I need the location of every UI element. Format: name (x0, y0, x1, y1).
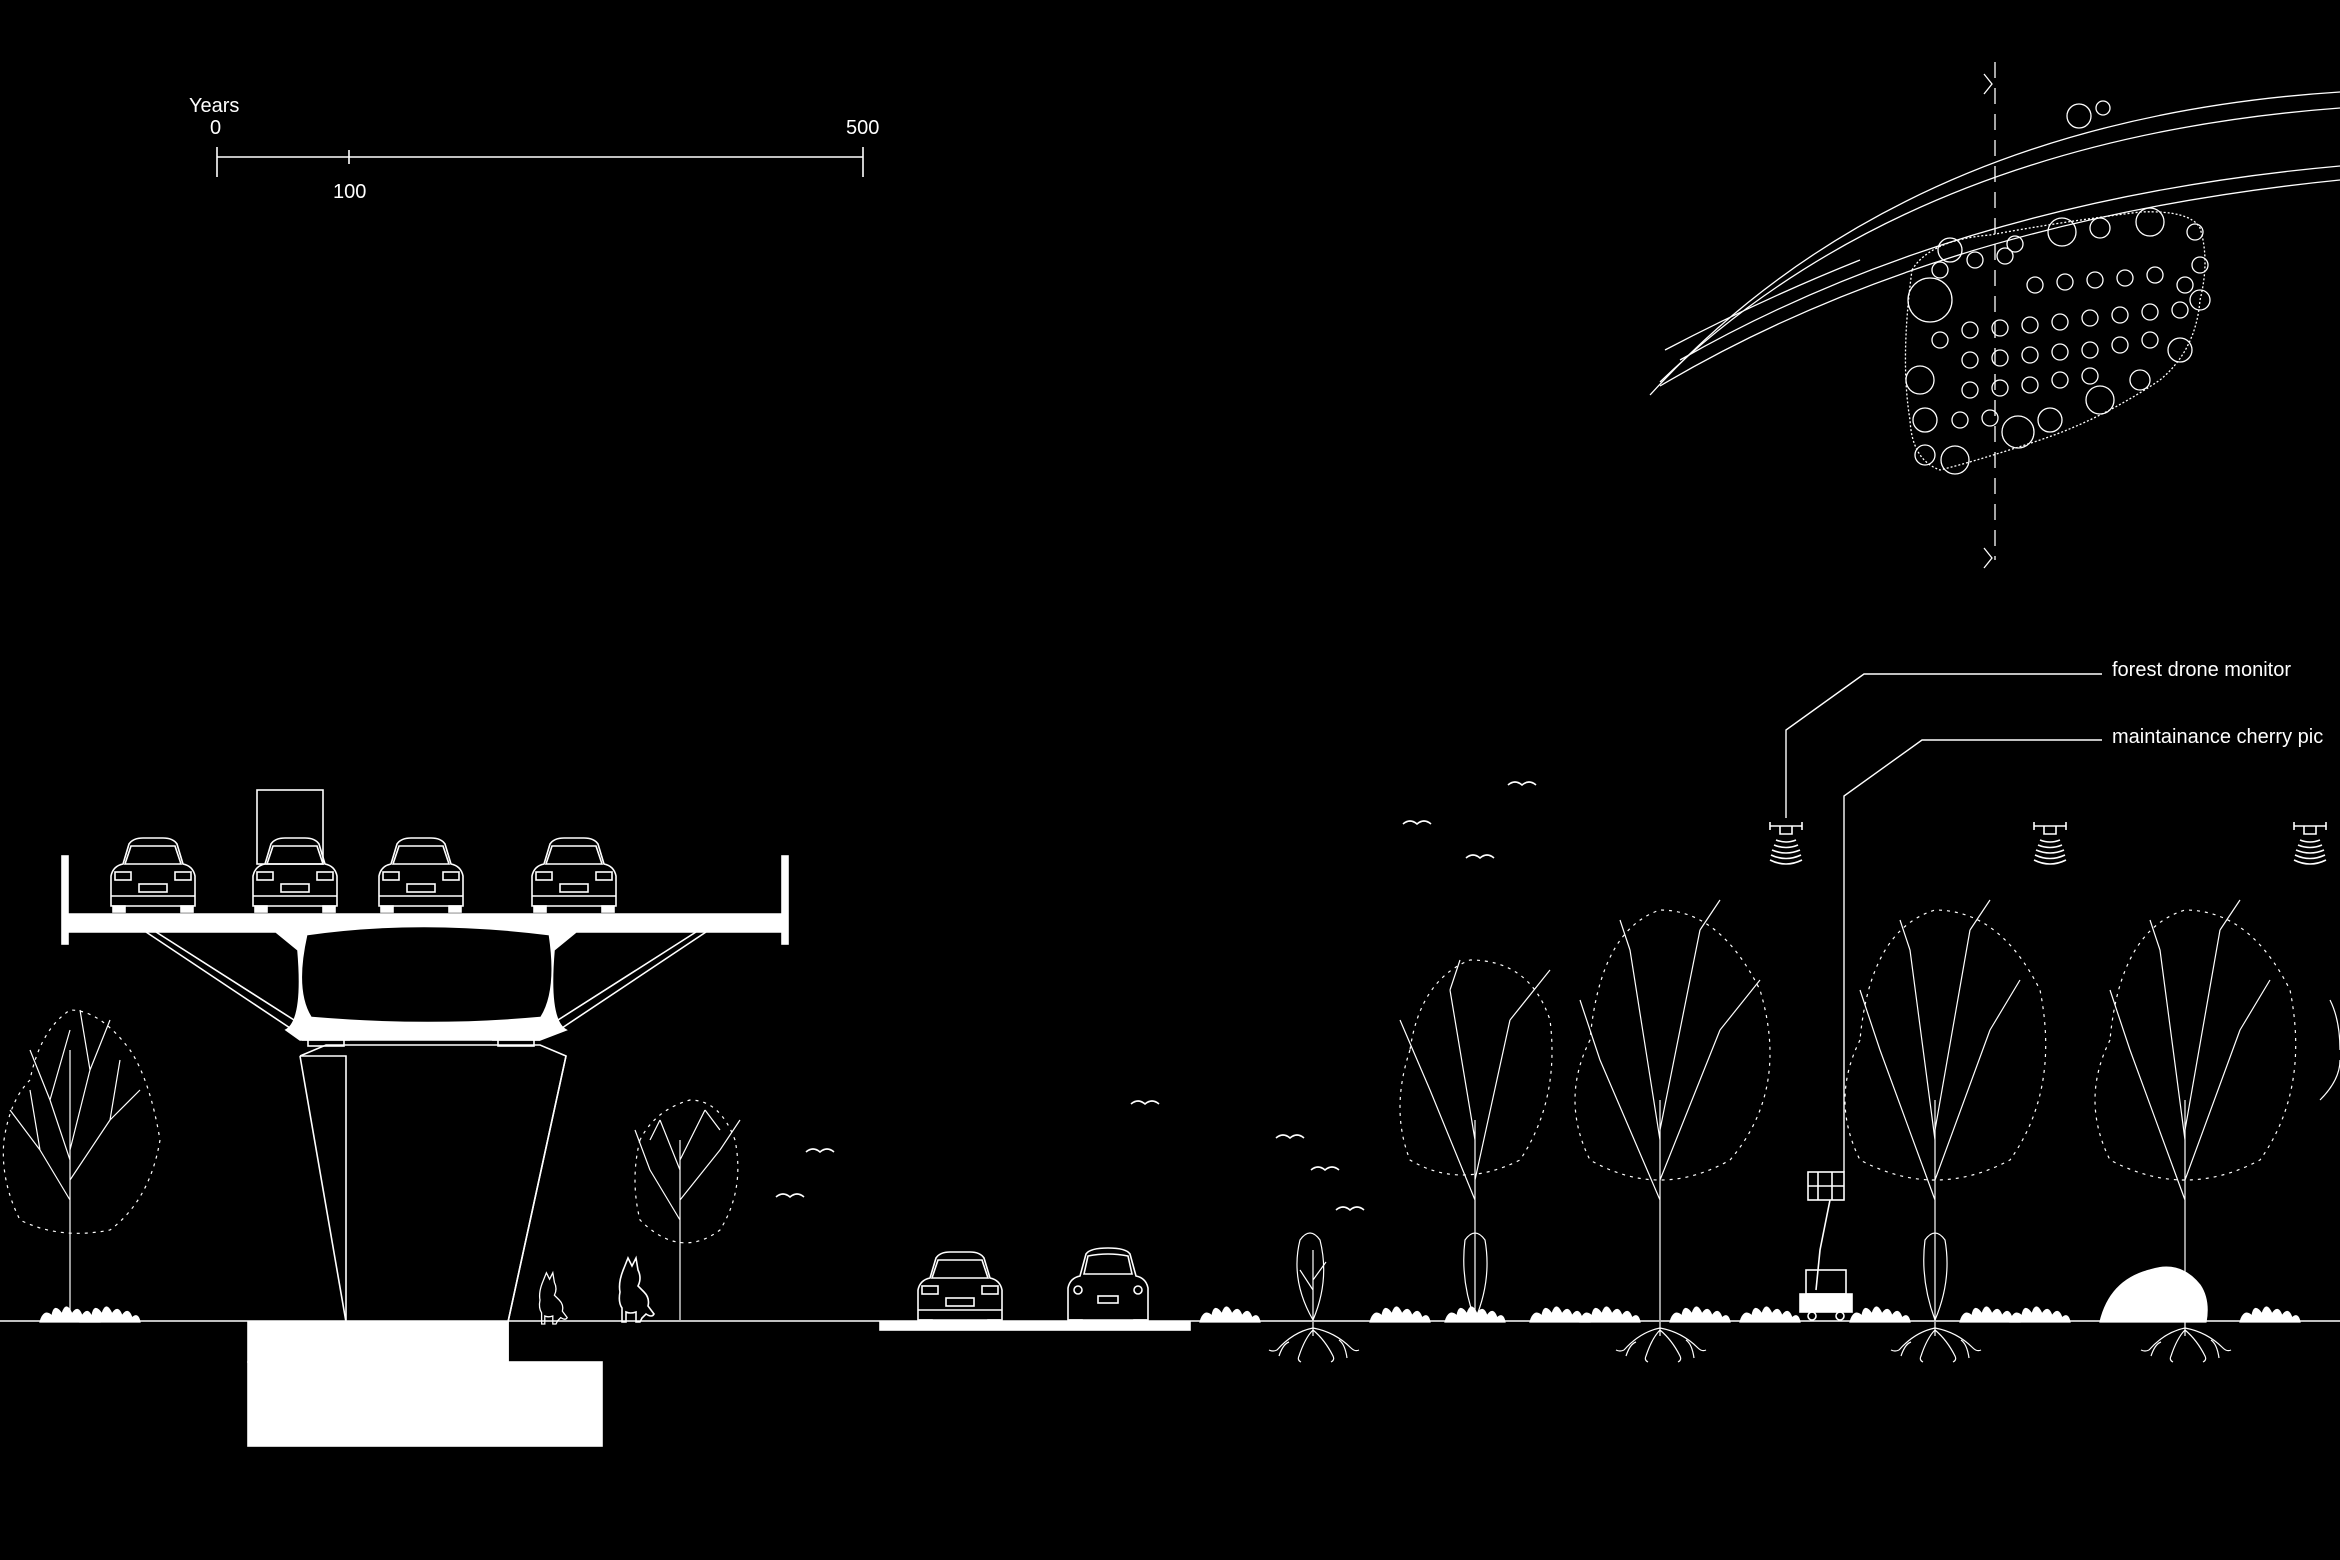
scale-tick-500: 500 (846, 117, 880, 139)
bird-icon (775, 781, 1537, 1211)
scale-tick-100: 100 (333, 181, 367, 203)
callout-drone-monitor: forest drone monitor (2112, 659, 2291, 681)
tree-icon (1199, 899, 2340, 1363)
site-plan-inset (1649, 62, 2340, 569)
callout-cherry-picker: maintainance cherry pic (2112, 727, 2324, 747)
truck-icon (256, 789, 324, 865)
section-marker-icon (1983, 547, 1993, 569)
callout-leaders (1785, 673, 2102, 1172)
cherry-picker-icon (1799, 1171, 1853, 1321)
scale-tick-0: 0 (210, 117, 222, 139)
road (879, 1247, 1191, 1331)
scale-title: Years (189, 95, 240, 117)
section-marker-icon (1983, 73, 1993, 95)
drone-icon (1769, 821, 2327, 865)
highway-bridge-icon (61, 789, 789, 1447)
timeline-scale (216, 147, 864, 177)
fox-icon (538, 1257, 655, 1325)
tree-icon (2, 1009, 741, 1323)
